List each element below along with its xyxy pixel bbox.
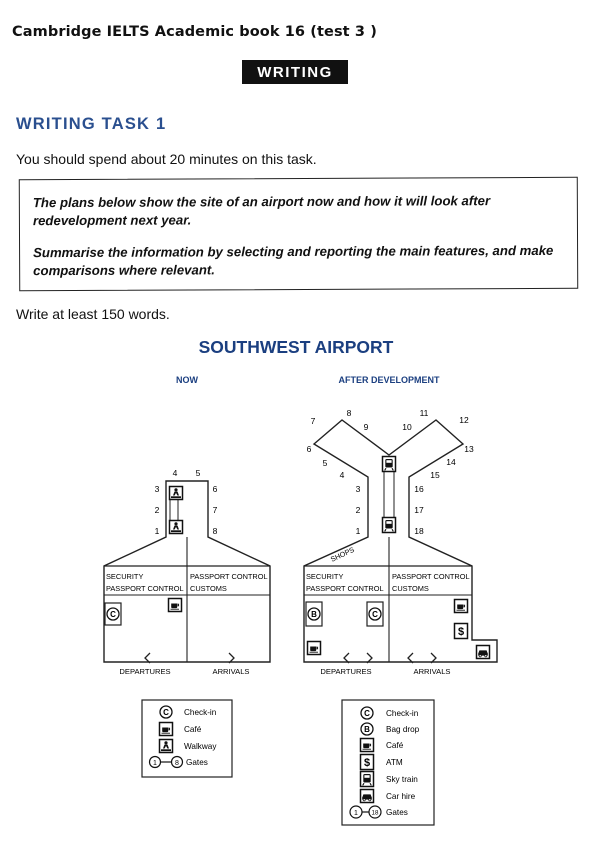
legend-after-atm: ATM xyxy=(386,758,403,767)
sky-train-icon xyxy=(381,516,397,534)
legend-now-checkin: Check-in xyxy=(184,708,217,717)
book-title: Cambridge IELTS Academic book 16 (test 3… xyxy=(12,24,377,40)
after-gate-1: 1 xyxy=(356,526,361,536)
now-arrivals-label: ARRIVALS xyxy=(213,667,250,676)
task-heading: WRITING TASK 1 xyxy=(16,115,167,133)
gates-icon: 1 8 xyxy=(148,755,184,769)
legend-after-carhire: Car hire xyxy=(386,792,416,801)
legend-checkin-letter: C xyxy=(364,709,370,718)
legend-now-cafe: Café xyxy=(184,725,202,734)
cafe-icon xyxy=(359,737,375,753)
now-customs-label: CUSTOMS xyxy=(190,584,227,593)
atm-icon-symbol: $ xyxy=(458,626,464,638)
legend-after-skytrain: Sky train xyxy=(386,775,418,784)
writing-badge: WRITING xyxy=(242,60,348,84)
after-gate-9: 9 xyxy=(364,422,369,432)
after-passport-right-label: PASSPORT CONTROL xyxy=(392,572,470,581)
after-arrivals-label: ARRIVALS xyxy=(414,667,451,676)
sky-train-icon xyxy=(359,770,375,788)
after-gate-7: 7 xyxy=(311,416,316,426)
now-gate-3: 3 xyxy=(155,484,160,494)
legend-after-cafe: Café xyxy=(386,741,404,750)
after-gate-3: 3 xyxy=(356,484,361,494)
instruction-time: You should spend about 20 minutes on thi… xyxy=(16,151,317,167)
now-gate-2: 2 xyxy=(155,505,160,515)
now-label: NOW xyxy=(176,375,199,385)
cafe-icon xyxy=(158,721,174,737)
now-security-label: SECURITY xyxy=(106,572,143,581)
after-gate-12: 12 xyxy=(459,415,469,425)
after-label: AFTER DEVELOPMENT xyxy=(338,375,440,385)
gates-icon-end: 8 xyxy=(175,760,179,767)
bag-drop-icon-letter: B xyxy=(311,610,317,619)
now-gate-4: 4 xyxy=(173,468,178,478)
legend-now: C Check-in Café Walkway 1 8 Gates xyxy=(141,699,233,778)
after-gate-14: 14 xyxy=(446,457,456,467)
legend-after: C Check-in B Bag drop Café $ ATM Sky tra… xyxy=(341,699,435,826)
after-gate-2: 2 xyxy=(356,505,361,515)
walkway-icon xyxy=(168,485,184,501)
after-gate-15: 15 xyxy=(430,470,440,480)
gates-icon: 1 18 xyxy=(349,805,382,819)
after-passport-left-label: PASSPORT CONTROL xyxy=(306,584,384,593)
legend-atm-symbol: $ xyxy=(364,757,370,769)
now-gate-8: 8 xyxy=(213,526,218,536)
after-gate-18: 18 xyxy=(414,526,424,536)
walkway-icon xyxy=(168,519,184,535)
after-gate-13: 13 xyxy=(464,444,474,454)
now-passport-left-label: PASSPORT CONTROL xyxy=(106,584,184,593)
gates-icon-start: 1 xyxy=(354,810,358,817)
after-customs-label: CUSTOMS xyxy=(392,584,429,593)
now-departures-label: DEPARTURES xyxy=(119,667,170,676)
after-gate-5: 5 xyxy=(323,458,328,468)
after-security-label: SECURITY xyxy=(306,572,343,581)
cafe-icon xyxy=(453,598,469,614)
legend-now-gates: Gates xyxy=(186,758,208,767)
legend-bagdrop-letter: B xyxy=(364,725,370,734)
after-gate-16: 16 xyxy=(414,484,424,494)
gates-icon-start: 1 xyxy=(153,760,157,767)
now-gate-1: 1 xyxy=(155,526,160,536)
sky-train-icon xyxy=(381,455,397,473)
after-departures-label: DEPARTURES xyxy=(320,667,371,676)
car-hire-icon xyxy=(475,644,491,660)
cafe-icon xyxy=(167,597,183,613)
after-gate-11: 11 xyxy=(420,408,429,418)
now-gate-7: 7 xyxy=(213,505,218,515)
checkin-icon-letter: C xyxy=(110,610,116,619)
after-gate-6: 6 xyxy=(307,444,312,454)
diagram-title: SOUTHWEST AIRPORT xyxy=(199,337,394,357)
gates-icon-end: 18 xyxy=(372,810,379,817)
plan-now: NOW 1 2 3 4 5 6 7 8 SECURITY PASSPORT CO… xyxy=(103,375,271,676)
checkin-icon-letter: C xyxy=(372,610,378,619)
cafe-icon xyxy=(306,640,322,656)
plan-after: AFTER DEVELOPMENT 1 2 3 4 5 6 7 8 9 10 1… xyxy=(303,375,498,676)
legend-after-gates: Gates xyxy=(386,808,408,817)
after-gate-4: 4 xyxy=(340,470,345,480)
legend-after-bagdrop: Bag drop xyxy=(386,725,420,734)
legend-now-walkway: Walkway xyxy=(184,742,217,751)
now-gate-6: 6 xyxy=(213,484,218,494)
now-passport-right-label: PASSPORT CONTROL xyxy=(190,572,268,581)
instruction-words: Write at least 150 words. xyxy=(16,306,170,322)
walkway-icon xyxy=(158,738,174,754)
now-gate-5: 5 xyxy=(196,468,201,478)
after-gate-10: 10 xyxy=(402,422,412,432)
car-hire-icon xyxy=(359,788,375,804)
legend-checkin-letter: C xyxy=(163,708,169,717)
legend-after-checkin: Check-in xyxy=(386,709,419,718)
after-y-pier xyxy=(303,419,498,663)
after-gate-17: 17 xyxy=(414,505,424,515)
after-gate-8: 8 xyxy=(347,408,352,418)
